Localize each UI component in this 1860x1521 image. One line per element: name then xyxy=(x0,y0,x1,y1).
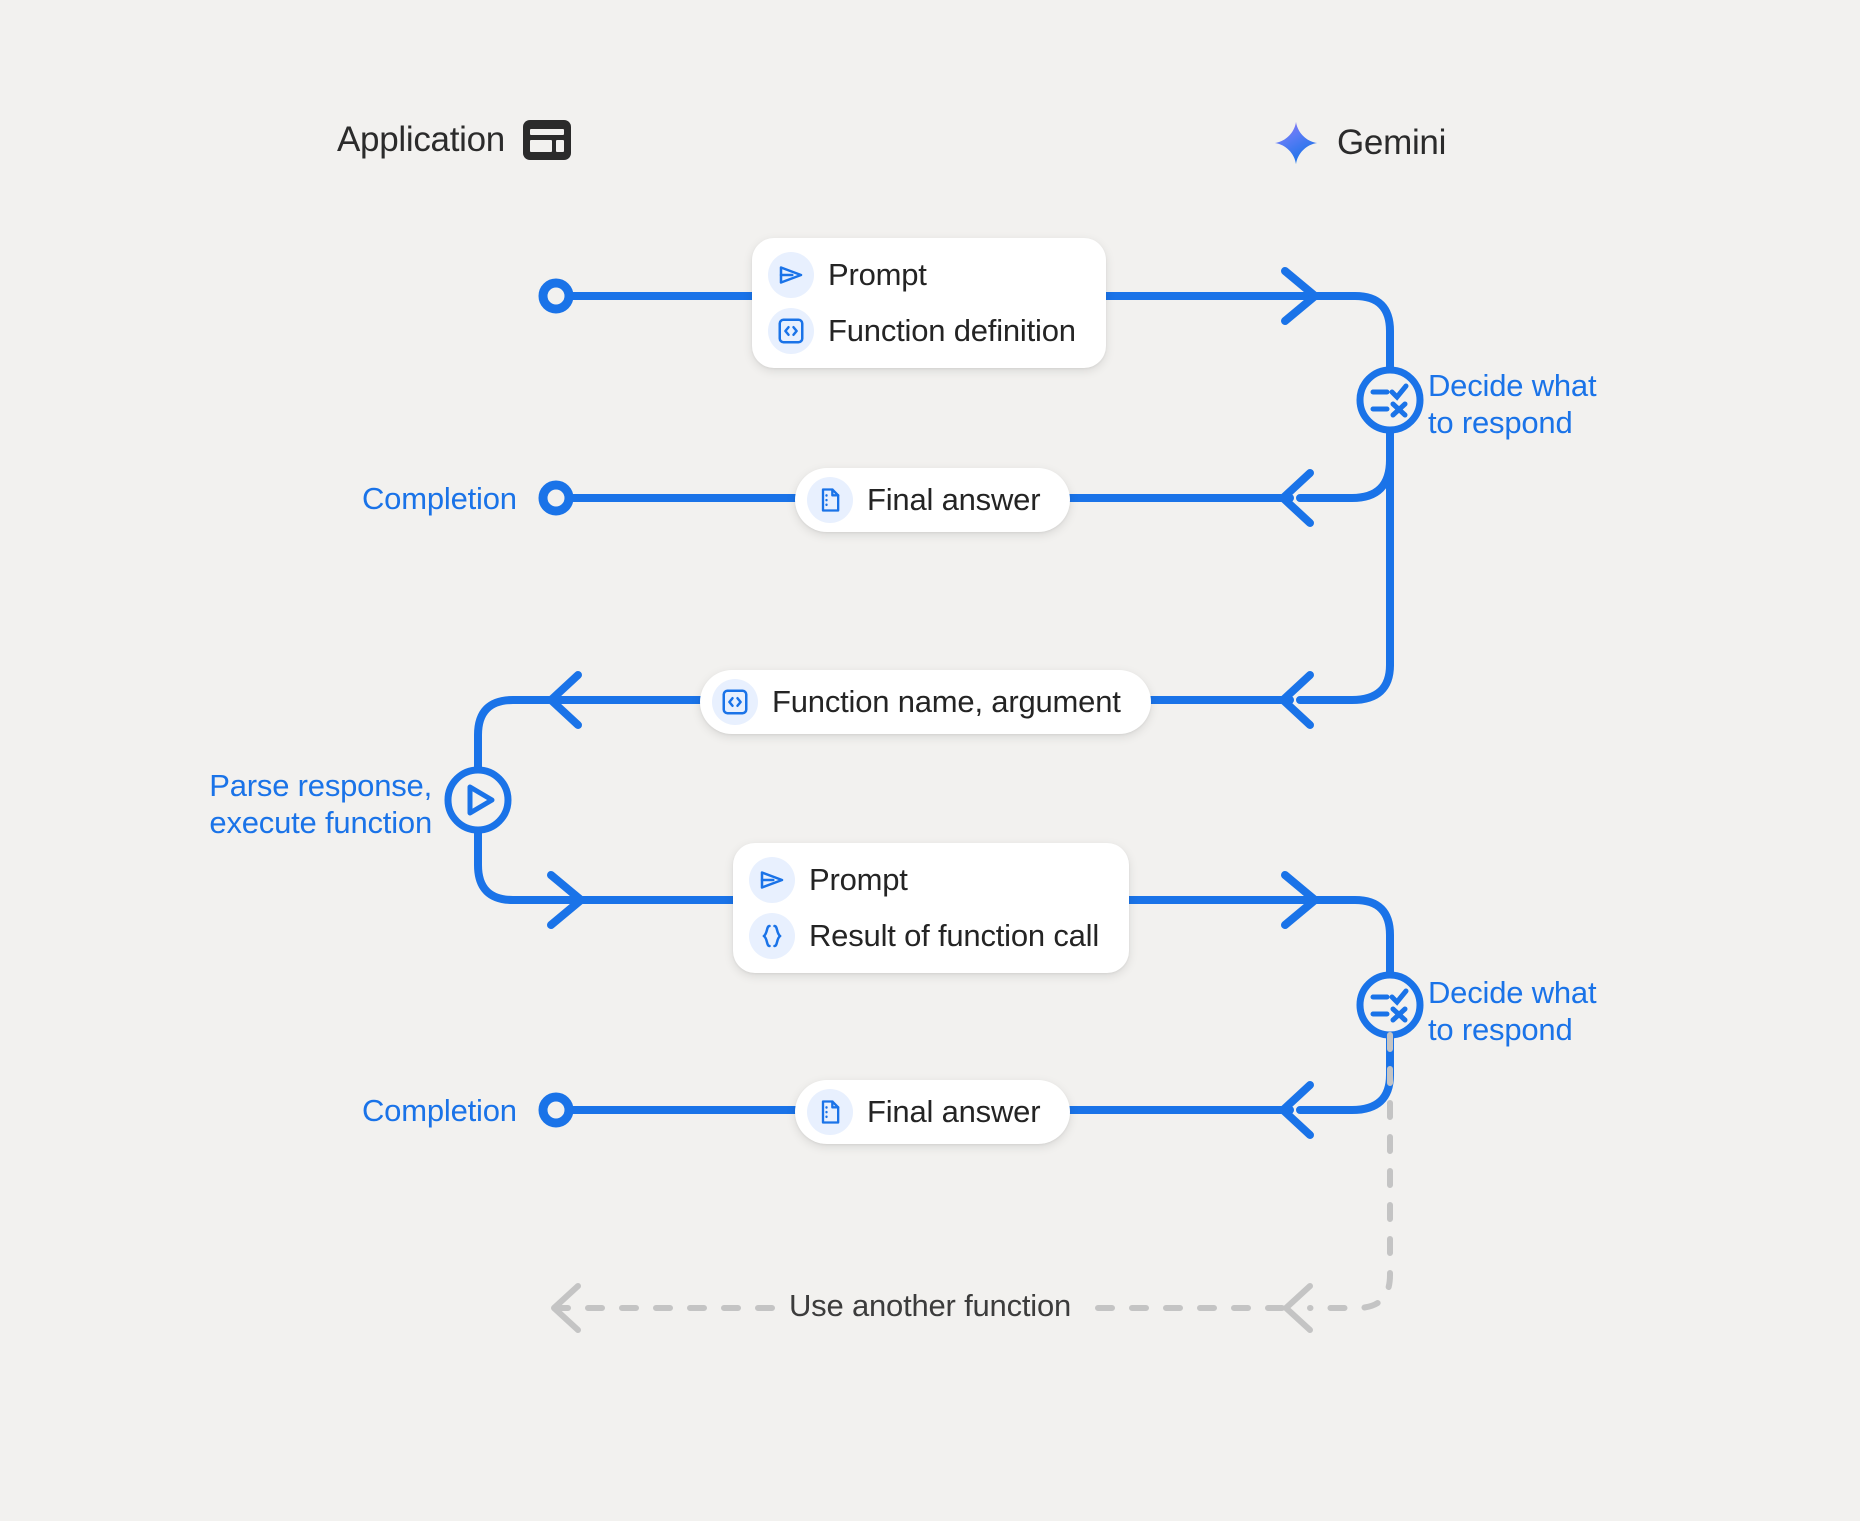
arrowhead-to-gemini-1 xyxy=(1281,267,1319,325)
send-icon xyxy=(768,252,814,298)
arrowhead-to-app-2 xyxy=(1279,671,1314,729)
note-completion-2: Completion xyxy=(362,1093,517,1128)
message-label: Result of function call xyxy=(809,918,1100,954)
gemini-sparkle-icon xyxy=(1274,121,1318,165)
arrowhead-app-send-2 xyxy=(547,871,585,929)
note-decide-what-to-respond-2: Decide what to respond xyxy=(1428,975,1597,1047)
wire-execute-to-prompt2 xyxy=(474,826,560,904)
loop-arrowhead-application xyxy=(551,1283,581,1333)
completion-circle-icon-2 xyxy=(538,1092,574,1128)
actor-gemini: Gemini xyxy=(1273,120,1446,166)
document-icon xyxy=(807,1089,853,1135)
message-label: Function name, argument xyxy=(772,684,1121,720)
wire-app-to-execute xyxy=(474,696,560,774)
code-brackets-icon xyxy=(712,679,758,725)
message-label: Final answer xyxy=(867,482,1041,518)
message-label: Prompt xyxy=(828,257,927,293)
actor-application: Application xyxy=(337,120,571,160)
message-label: Prompt xyxy=(809,862,908,898)
wire-decision-1-to-function-call xyxy=(1296,661,1394,704)
message-card-prompt-result[interactable]: Prompt Result of function call xyxy=(733,843,1130,973)
arrowhead-to-app-3 xyxy=(1279,1081,1314,1139)
document-icon xyxy=(807,477,853,523)
completion-circle-icon-1 xyxy=(538,480,574,516)
checklist-decision-icon-1 xyxy=(1356,366,1424,434)
message-row: Prompt xyxy=(768,252,1076,298)
actor-gemini-label: Gemini xyxy=(1337,123,1447,162)
note-completion-1: Completion xyxy=(362,481,517,516)
message-card-final-answer-2[interactable]: Final answer xyxy=(795,1080,1071,1144)
wire-decision-1-to-final-answer xyxy=(1296,456,1394,502)
wire-decision-2-to-final-answer xyxy=(1296,1031,1394,1114)
application-layout-icon xyxy=(522,120,571,160)
wire-gemini-decision-1 xyxy=(1286,292,1394,374)
play-icon xyxy=(444,766,512,834)
message-row: Result of function call xyxy=(749,913,1099,959)
message-row: Prompt xyxy=(749,857,1099,903)
loop-line-gemini-down xyxy=(1307,1032,1393,1311)
checklist-decision-icon-2 xyxy=(1356,971,1424,1039)
arrowhead-to-gemini-2 xyxy=(1281,871,1319,929)
wire-gemini-decision-2 xyxy=(1286,896,1394,979)
arrowhead-to-app-1 xyxy=(1279,469,1314,527)
arrowhead-app-recv-1 xyxy=(547,671,582,729)
message-card-function-name-argument[interactable]: Function name, argument xyxy=(700,670,1151,734)
message-row: Function definition xyxy=(768,308,1076,354)
curly-braces-icon xyxy=(749,913,795,959)
message-label: Function definition xyxy=(828,313,1076,349)
message-label: Final answer xyxy=(867,1094,1041,1130)
loop-arrowhead-gemini xyxy=(1283,1283,1313,1333)
loop-label-use-another-function: Use another function xyxy=(775,1288,1086,1324)
start-circle-icon xyxy=(538,278,574,314)
actor-application-label: Application xyxy=(337,120,505,159)
note-parse-response-execute-function: Parse response, execute function xyxy=(209,768,432,840)
note-decide-what-to-respond-1: Decide what to respond xyxy=(1428,368,1597,440)
message-row: Final answer xyxy=(807,1089,1041,1135)
message-card-prompt-function-definition[interactable]: Prompt Function definition xyxy=(752,238,1106,368)
message-row: Final answer xyxy=(807,477,1041,523)
code-brackets-icon xyxy=(768,308,814,354)
message-row: Function name, argument xyxy=(712,679,1121,725)
message-card-final-answer-1[interactable]: Final answer xyxy=(795,468,1071,532)
send-icon xyxy=(749,857,795,903)
